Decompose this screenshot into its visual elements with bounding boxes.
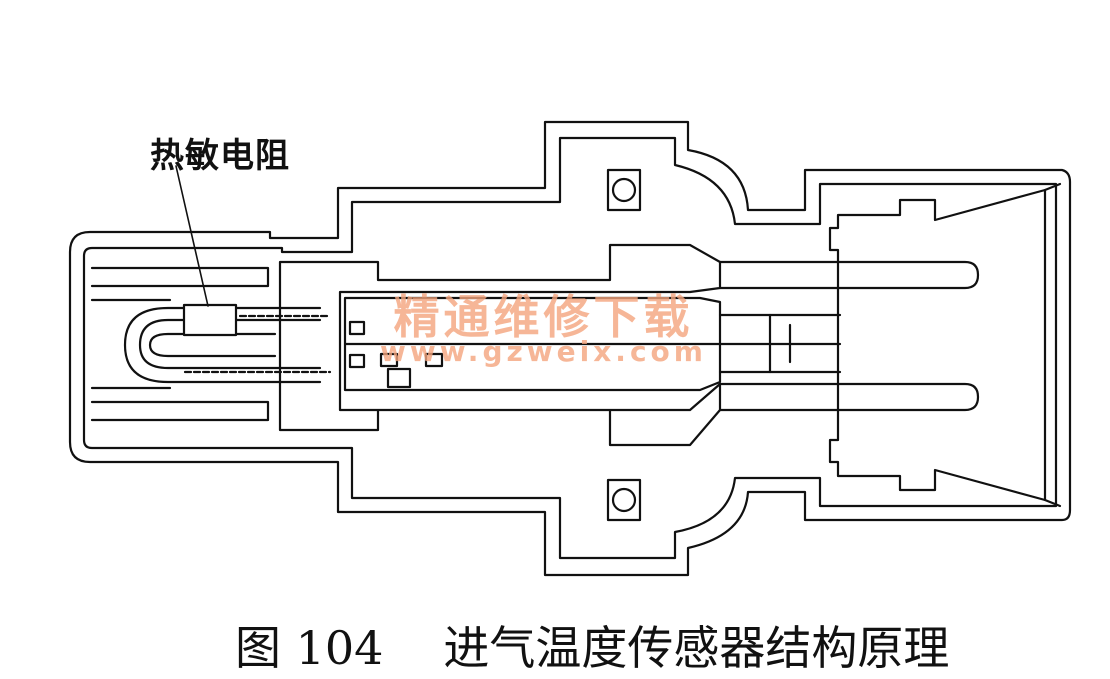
o-ring-bottom xyxy=(611,487,637,513)
figure-caption: 图 104 进气温度传感器结构原理 xyxy=(235,612,949,678)
thermistor-u-tube-outer xyxy=(123,306,322,384)
housing-inner-outline xyxy=(82,136,1058,560)
figure-title: 进气温度传感器结构原理 xyxy=(443,621,950,675)
o-ring-housing-top xyxy=(606,168,642,212)
figure-number: 图 104 xyxy=(235,621,384,675)
connector-face xyxy=(828,188,1047,502)
terminal-pin-lower xyxy=(718,382,980,412)
thermistor-leader-line xyxy=(175,165,209,307)
housing-outline xyxy=(68,120,1072,577)
o-ring-housing-bottom xyxy=(606,478,642,522)
terminal-pin-upper xyxy=(718,260,980,290)
terminal-square xyxy=(348,320,366,336)
stem-channel-outer xyxy=(278,243,722,447)
thermistor-label: 热敏电阻 xyxy=(150,136,290,176)
thermistor-element xyxy=(182,303,238,337)
terminal-square xyxy=(424,352,444,368)
probe-sheath-bottom xyxy=(90,400,270,422)
terminal-square xyxy=(348,353,366,369)
thermistor-u-tube-inner xyxy=(138,318,322,370)
stem-channel-inner xyxy=(343,296,722,392)
o-ring-top xyxy=(611,177,637,203)
thermistor-lead xyxy=(148,332,277,358)
terminal-square xyxy=(379,352,399,368)
terminal-square xyxy=(386,367,412,389)
probe-sheath-top xyxy=(90,266,270,288)
